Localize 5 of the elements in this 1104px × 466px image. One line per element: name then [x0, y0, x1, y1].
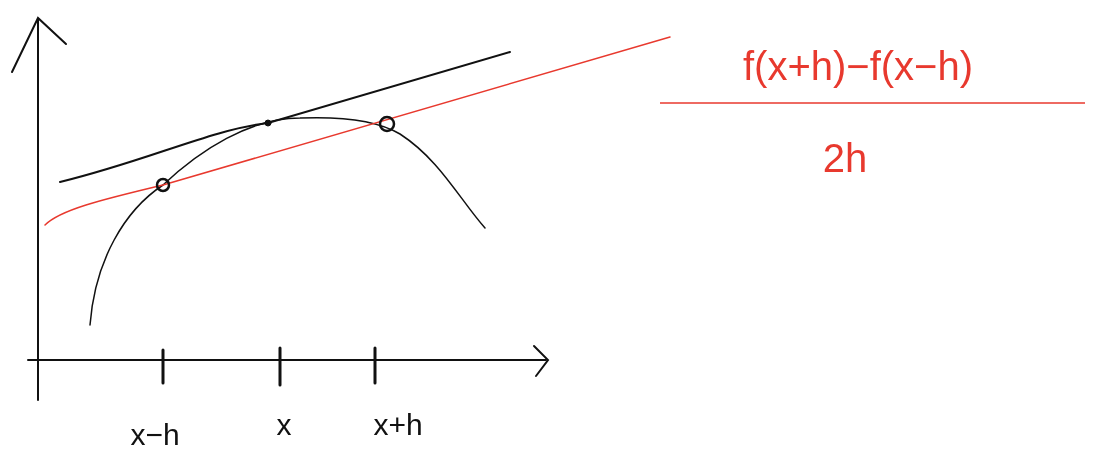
formula-denominator: 2h [822, 138, 868, 178]
tick-label: x [276, 410, 292, 440]
tick-label: x−h [130, 420, 180, 450]
tick-label: x+h [373, 410, 423, 440]
formula-numerator: f(x+h)−f(x−h) [742, 46, 974, 86]
